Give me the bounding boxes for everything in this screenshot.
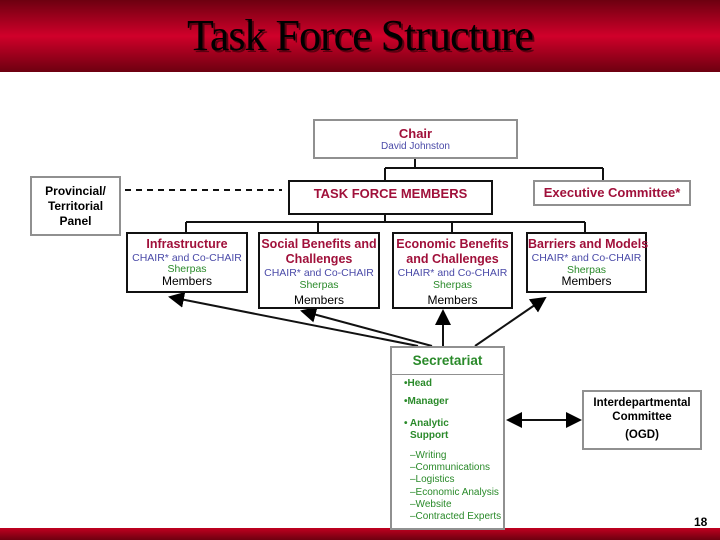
footer-bar: [0, 528, 720, 540]
sub-item: –Writing: [410, 450, 447, 461]
group-chairs: CHAIR* and Co-CHAIR: [397, 267, 508, 279]
sub-item: –Communications: [410, 462, 491, 474]
group-members: Members: [427, 293, 478, 307]
arrow-barriers: [474, 296, 547, 347]
task-force-label: TASK FORCE MEMBERS: [313, 186, 468, 201]
group-connector: [185, 214, 586, 232]
group-chairs: CHAIR* and Co-CHAIR: [531, 252, 642, 264]
secretariat-title: Secretariat: [392, 348, 503, 375]
chair-connector: [384, 158, 604, 180]
sub-item: –Website: [410, 498, 452, 510]
chair-name: David Johnston: [381, 141, 450, 152]
interdept-title: Interdepartmental Committee: [593, 397, 691, 423]
arrow-infrastructure: [168, 291, 419, 347]
group-sherpas: Sherpas: [566, 264, 607, 276]
group-title: Infrastructure: [146, 237, 228, 251]
group-barriers: Barriers and Models CHAIR* and Co-CHAIR …: [526, 232, 649, 293]
secretariat-box: Secretariat •Head •Manager • Analytic Su…: [390, 346, 505, 530]
secretariat-support: Support: [410, 430, 449, 441]
title-banner: [0, 0, 720, 72]
task-force-box: TASK FORCE MEMBERS: [288, 180, 493, 215]
group-title: Social Benefits and Challenges: [261, 237, 377, 266]
secretariat-manager: •Manager: [404, 396, 449, 407]
secretariat-analytic: • Analytic: [404, 418, 449, 429]
page-number: 18: [694, 515, 708, 529]
group-sherpas: Sherpas: [167, 263, 207, 275]
group-sherpas: Sherpas: [432, 279, 473, 291]
sub-item: –Economic Analysis: [410, 486, 499, 498]
slide-title: Task Force Structure: [187, 11, 534, 60]
group-chairs: CHAIR* and Co-CHAIR: [264, 267, 374, 279]
arrow-social: [300, 306, 433, 347]
executive-committee-box: Executive Committee*: [533, 180, 691, 206]
interdept-abbr: (OGD): [625, 429, 659, 441]
sub-item: –Contracted Experts: [410, 511, 502, 523]
group-infrastructure: Infrastructure CHAIR* and Co-CHAIR Sherp…: [126, 232, 248, 293]
secretariat-head: •Head: [404, 378, 432, 389]
chair-label: Chair: [398, 126, 433, 141]
chair-box: Chair David Johnston: [313, 119, 518, 159]
group-social: Social Benefits and Challenges CHAIR* an…: [258, 232, 380, 309]
sub-item: –Logistics: [410, 474, 455, 486]
provincial-panel-label: Provincial/ Territorial Panel: [45, 184, 106, 228]
group-sherpas: Sherpas: [299, 279, 339, 291]
group-title: Barriers and Models: [528, 237, 649, 251]
group-chairs: CHAIR* and Co-CHAIR: [132, 252, 242, 264]
interdepartmental-box: Interdepartmental Committee (OGD): [582, 390, 702, 450]
group-members: Members: [561, 274, 612, 288]
group-title: Economic Benefits and Challenges: [396, 237, 509, 266]
executive-committee-label: Executive Committee*: [543, 185, 681, 200]
secretariat-sublist: –Writing –Communications –Logistics –Eco…: [410, 450, 501, 523]
group-economic: Economic Benefits and Challenges CHAIR* …: [392, 232, 513, 309]
group-members: Members: [161, 274, 212, 288]
provincial-panel-box: Provincial/ Territorial Panel: [30, 176, 121, 236]
group-members: Members: [293, 293, 344, 307]
